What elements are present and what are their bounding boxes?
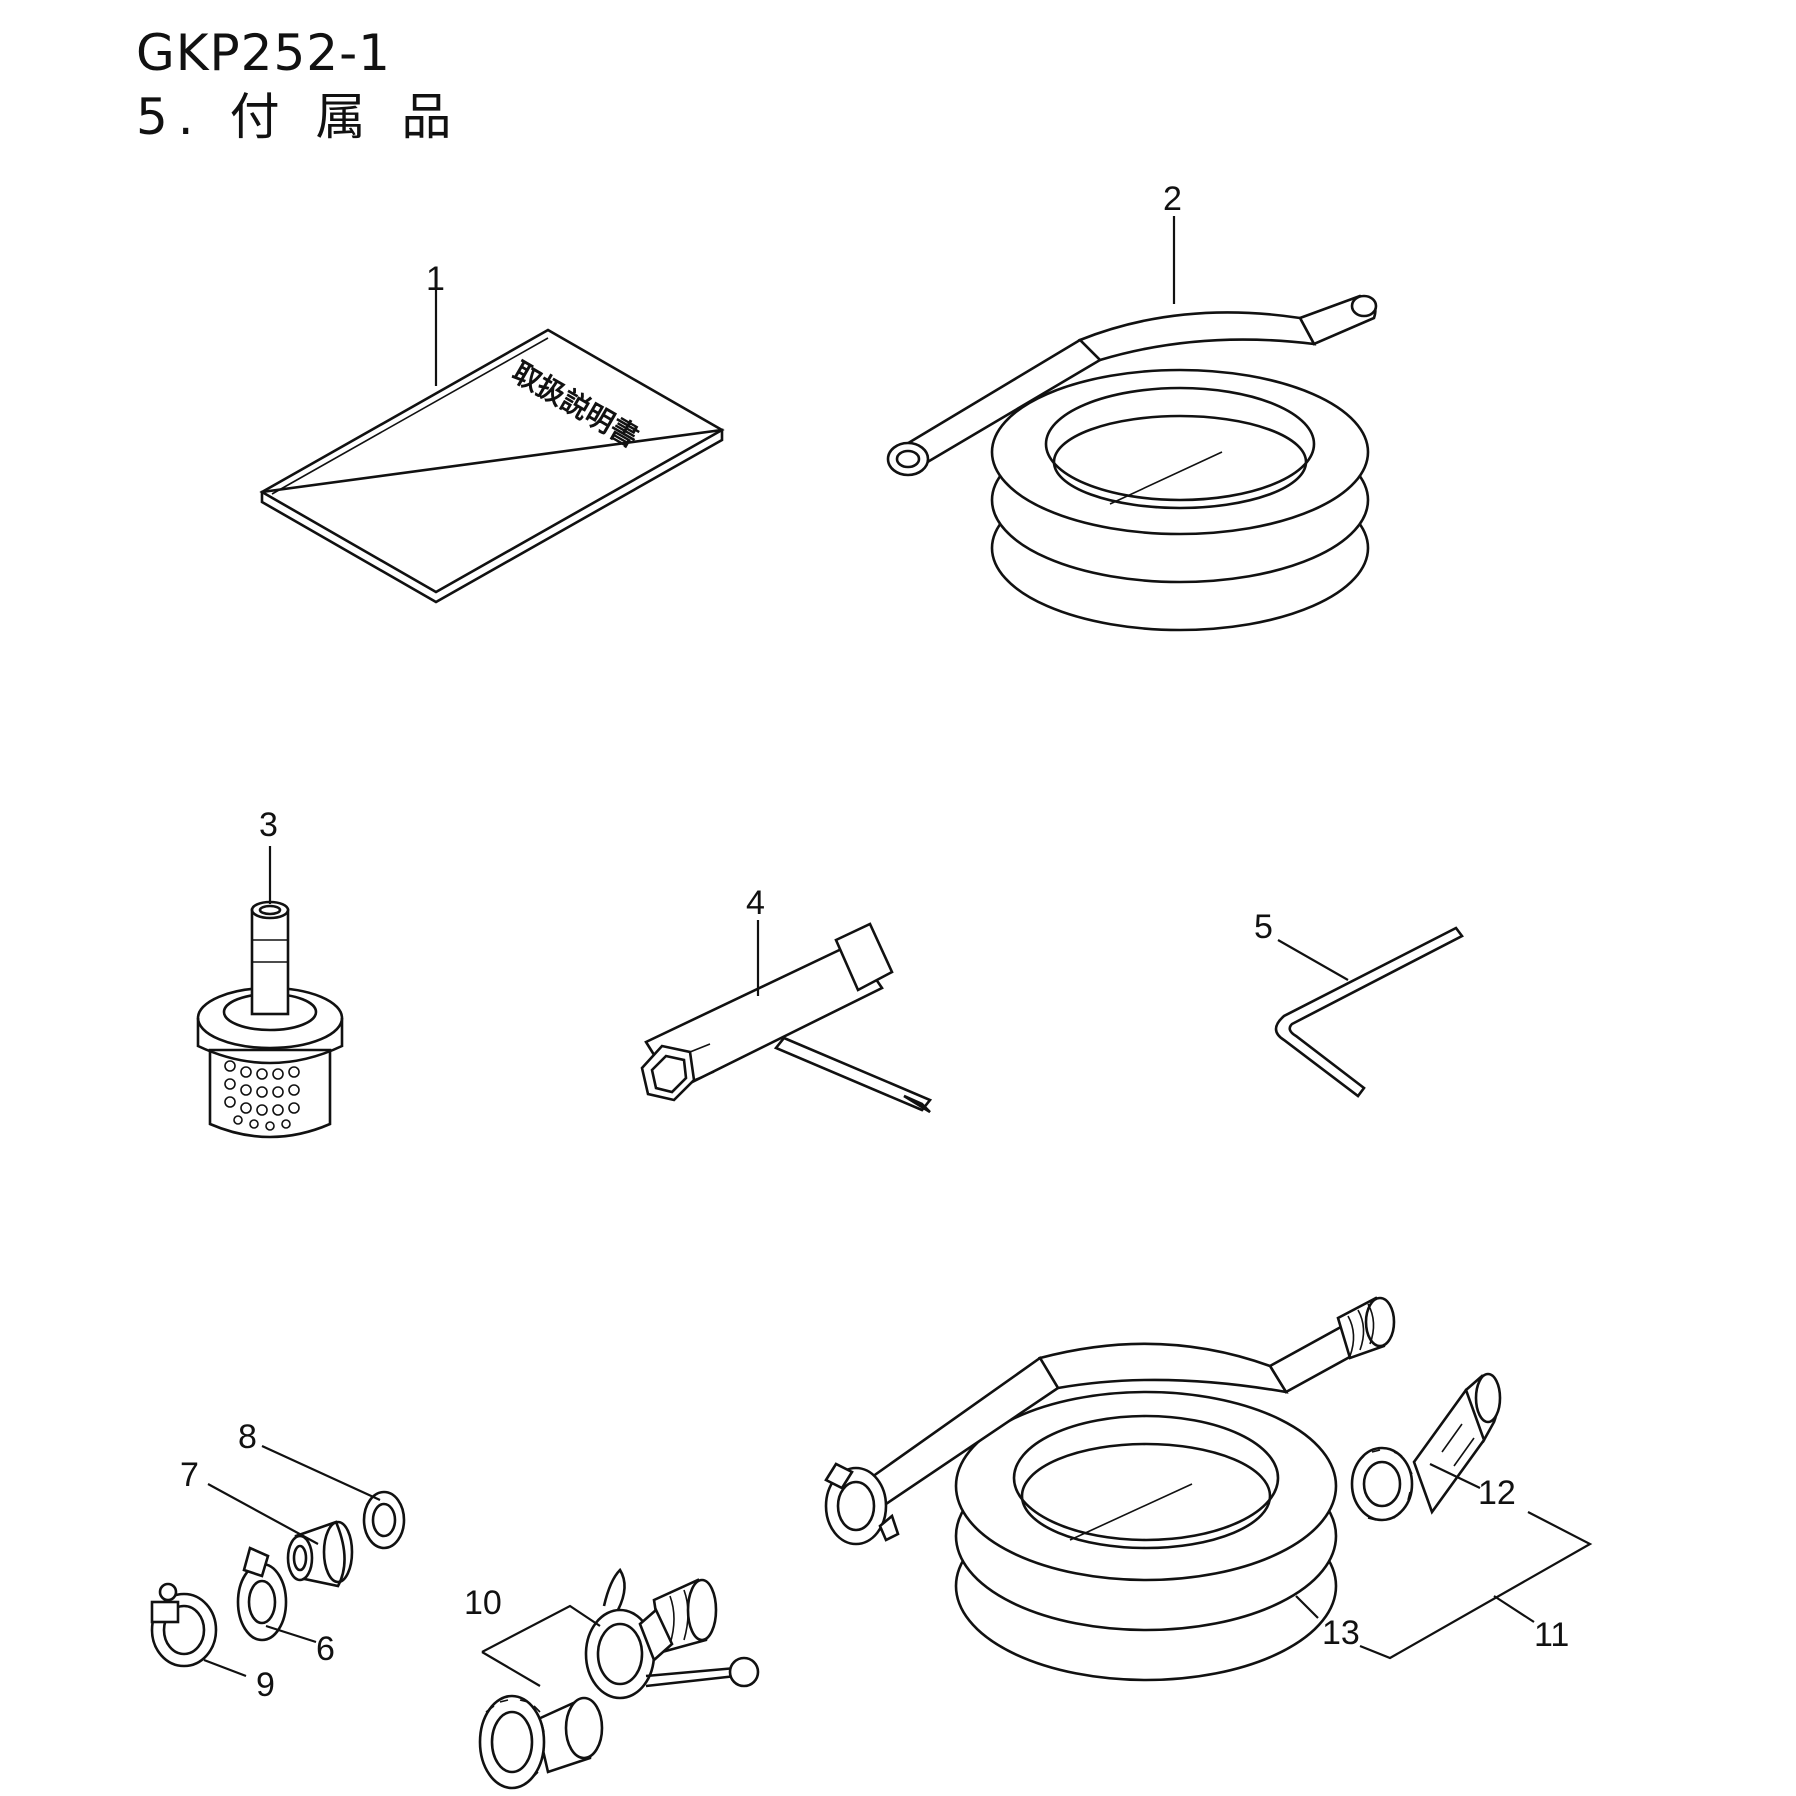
callout-7: 7	[180, 1456, 199, 1494]
leader-5	[1277, 939, 1349, 981]
callout-13: 13	[1322, 1614, 1360, 1652]
callout-5: 5	[1254, 908, 1273, 946]
callout-10: 10	[464, 1584, 502, 1622]
leader-13	[1295, 1595, 1319, 1619]
callout-1: 1	[426, 260, 445, 298]
leader-8	[261, 1444, 381, 1502]
part-8-packing	[362, 1490, 406, 1550]
callout-6: 6	[316, 1630, 335, 1668]
callout-8: 8	[238, 1418, 257, 1456]
section-title: 5. 付 属 品	[136, 88, 462, 146]
part-3-strainer	[196, 900, 344, 1139]
leader-10	[481, 1604, 601, 1687]
part-4-plug-wrench	[640, 922, 933, 1114]
part-2-suction-hose	[886, 294, 1378, 632]
leader-6	[265, 1624, 317, 1644]
part-9-hose-clamp	[150, 1582, 218, 1668]
part-1-manual: 取扱説明書	[259, 328, 725, 604]
leader-11	[1493, 1595, 1535, 1623]
callout-4: 4	[746, 884, 765, 922]
part-6-nut	[236, 1546, 288, 1642]
callout-2: 2	[1163, 180, 1182, 218]
part-13-delivery-hose	[824, 1296, 1396, 1682]
part-10-coupling-set	[478, 1567, 760, 1790]
callout-12: 12	[1478, 1474, 1516, 1512]
part-7-hose-nipple	[286, 1520, 354, 1588]
part-5-hex-key	[1274, 926, 1464, 1098]
callout-9: 9	[256, 1666, 275, 1704]
model-title: GKP252-1	[136, 24, 391, 82]
leader-12	[1429, 1463, 1481, 1489]
leader-7	[207, 1483, 319, 1545]
leader-9	[203, 1658, 247, 1678]
part-12-hose-adapter	[1350, 1372, 1502, 1522]
callout-11: 11	[1534, 1616, 1569, 1654]
leader-11-bracket	[1359, 1511, 1593, 1660]
callout-3: 3	[259, 806, 278, 844]
